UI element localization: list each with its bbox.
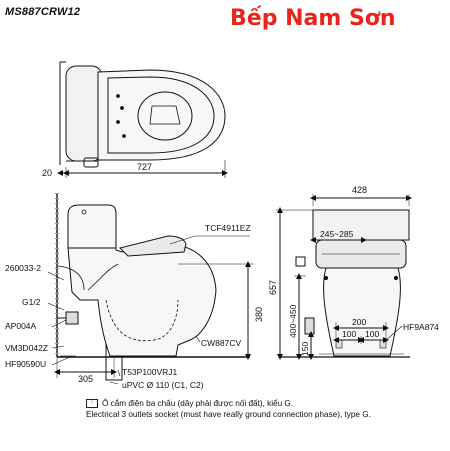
bowl-front: [323, 267, 401, 357]
top-view: [57, 61, 228, 178]
front-view: [276, 194, 412, 360]
label-drain: uPVC Ø 110 (C1, C2): [122, 380, 204, 390]
front-dim-width: 428: [352, 185, 367, 195]
electrical-note: ⁖ Ổ cắm điện ba chấu (dây phải được nối …: [86, 398, 371, 420]
socket-front-icon: [295, 256, 306, 267]
front-dim-half-right: 100: [365, 329, 379, 339]
label-fitting: HF9A874: [403, 322, 439, 332]
model-code: MS887CRW12: [5, 6, 81, 18]
seat-side: [119, 235, 187, 257]
dim-rough-in: 305: [78, 374, 93, 384]
label-bowl: CW887CV: [201, 338, 241, 348]
front-dim-half-left: 100: [342, 329, 356, 339]
top-dim-left: 20: [42, 168, 52, 178]
tank-front: [312, 209, 410, 241]
side-view: [47, 193, 254, 385]
label-valve: G1/2: [22, 297, 41, 307]
note-vi: Ổ cắm điện ba chấu (dây phải được nối đấ…: [102, 399, 294, 408]
dim-height: 380: [254, 307, 264, 322]
label-flange: T53P100VRJ1: [122, 367, 178, 377]
front-dim-supply-range: 400~450: [288, 304, 298, 338]
label-hose: 260033-2: [5, 263, 41, 273]
tank-top: [65, 65, 103, 162]
tank-side: [67, 204, 117, 249]
label-seat: TCF4911EZ: [205, 223, 251, 233]
front-dim-height: 657: [268, 280, 278, 295]
brand-watermark: Bếp Nam Sơn: [230, 6, 396, 31]
label-stop-valve: AP004A: [5, 321, 37, 331]
front-dim-supply-height: 150: [300, 342, 310, 356]
note-en: Electrical 3 outlets socket (must have r…: [86, 410, 371, 419]
bowl-opening: [137, 91, 193, 141]
front-dim-offset: 245~285: [320, 229, 354, 239]
label-pipe: HF90590U: [5, 359, 46, 369]
front-dim-gap: 200: [352, 317, 366, 327]
label-valve2: VM3D042Z: [5, 343, 48, 353]
bowl-side: [67, 243, 217, 357]
socket-g-icon: ⁖: [86, 399, 98, 408]
top-dim-length: 727: [137, 162, 152, 172]
seat-top: [97, 69, 226, 161]
